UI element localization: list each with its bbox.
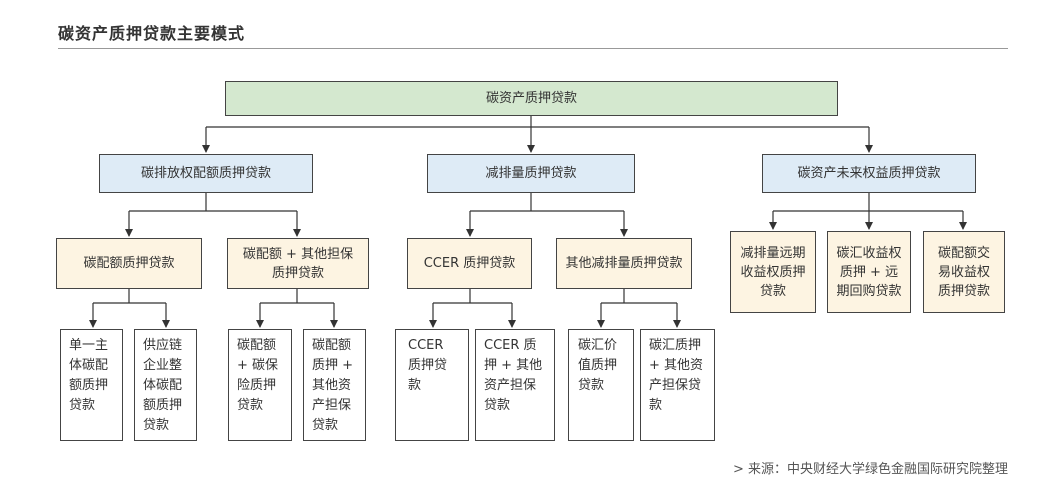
node-other-reduction-pledge: 其他减排量质押贷款 (556, 238, 692, 289)
root-node: 碳资产质押贷款 (225, 81, 838, 116)
leaf-ccer-other-assets: CCER 质押 + 其他资产担保贷款 (475, 329, 555, 441)
title-divider (58, 48, 1008, 49)
node-quota-trading-rights: 碳配额交易收益权质押贷款 (923, 231, 1005, 313)
node-ccer-pledge: CCER 质押贷款 (407, 238, 532, 289)
node-quota-pledge: 碳配额质押贷款 (56, 238, 202, 289)
leaf-sink-other-assets: 碳汇质押 + 其他资产担保贷款 (640, 329, 715, 441)
figure-title: 碳资产质押贷款主要模式 (58, 24, 246, 43)
node-emission-reduction-pledge: 减排量质押贷款 (427, 154, 635, 193)
node-reduction-forward-rights: 减排量远期收益权质押贷款 (730, 231, 816, 313)
leaf-sink-value: 碳汇价值质押贷款 (568, 329, 634, 441)
leaf-supply-chain: 供应链企业整体碳配额质押贷款 (134, 329, 197, 441)
source-note: > 来源：中央财经大学绿色金融国际研究院整理 (732, 462, 1008, 477)
node-sink-rights-repurchase: 碳汇收益权质押 + 远期回购贷款 (827, 231, 911, 313)
node-carbon-quota-pledge: 碳排放权配额质押贷款 (99, 154, 313, 193)
leaf-quota-other-assets: 碳配额质押 + 其他资产担保贷款 (303, 329, 366, 441)
node-quota-plus-guarantee: 碳配额 + 其他担保质押贷款 (227, 238, 369, 289)
leaf-quota-insurance: 碳配额 + 碳保险质押贷款 (228, 329, 292, 441)
leaf-ccer-pledge: CCER 质押贷款 (395, 329, 469, 441)
node-future-rights-pledge: 碳资产未来权益质押贷款 (762, 154, 976, 193)
leaf-single-entity: 单一主体碳配额质押贷款 (60, 329, 123, 441)
